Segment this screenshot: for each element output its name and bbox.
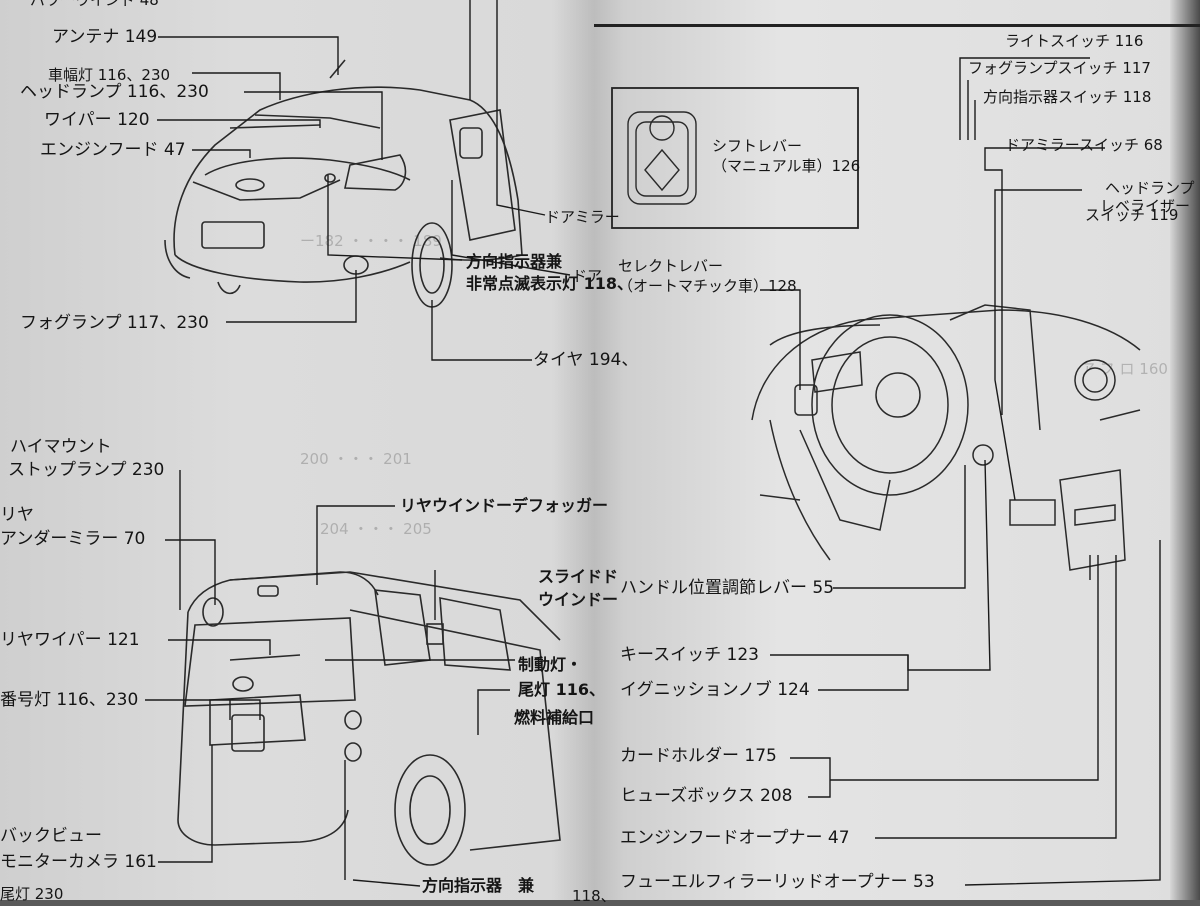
rear-van-illustration	[177, 571, 561, 866]
label-turn-signal-rear-page: 118、	[572, 887, 616, 905]
shift-lever-box	[611, 87, 859, 229]
label-monitor-camera: モニターカメラ 161	[0, 852, 157, 872]
label-key-switch: キースイッチ 123	[620, 645, 760, 665]
label-high-mount: ハイマウント	[10, 437, 112, 457]
label-fuel-inlet: 燃料補給口	[514, 708, 595, 727]
label-tail-lamp: 尾灯 116、	[518, 680, 605, 699]
label-tire: タイヤ 194、	[533, 350, 639, 370]
label-fog-lamp: フォグランプ 117、230	[20, 313, 209, 333]
label-under-mirror: アンダーミラー 70	[0, 529, 146, 549]
bleed-through-text: 204 ・・・ 205	[320, 520, 432, 538]
label-headlamp-leveler-3: スイッチ 119	[1085, 206, 1179, 224]
label-headlamp-leveler-1: ヘッドランプ	[1105, 179, 1195, 197]
page-edge	[1170, 0, 1200, 900]
label-turn-signal-rear: 方向指示器 兼	[422, 876, 535, 895]
label-door-mirror-switch: ドアミラースイッチ 68	[1005, 136, 1163, 154]
label-door-mirror: ドアミラー	[545, 208, 620, 226]
label-license-lamp: 番号灯 116、230	[0, 690, 139, 710]
dashboard-leader-lines	[760, 57, 1161, 886]
bleed-through-text: ア フ ロ 160	[1080, 360, 1168, 378]
dashboard-illustration	[751, 304, 1141, 571]
label-light-switch: ライトスイッチ 116	[1005, 32, 1144, 50]
bleed-through-text: ー182 ・・・・ 189	[300, 232, 442, 250]
label-headlamp: ヘッドランプ 116、230	[20, 82, 209, 102]
label-fuse-box: ヒューズボックス 208	[620, 786, 793, 806]
label-shift-lever-manual: （マニュアル車）126	[712, 157, 861, 175]
label-hood-opener: エンジンフードオープナー 47	[620, 828, 850, 848]
label-select-lever-auto: （オートマチック車）128	[618, 277, 797, 295]
label-rear-wiper: リヤワイパー 121	[0, 630, 140, 650]
front-van-illustration	[164, 59, 523, 308]
label-fog-switch: フォグランプスイッチ 117	[968, 59, 1151, 77]
label-turn-signal: 方向指示器兼	[466, 252, 563, 271]
label-stop-lamp: ストップランプ 230	[8, 460, 165, 480]
label-select-lever: セレクトレバー	[618, 257, 724, 275]
label-rear: リヤ	[0, 505, 34, 525]
label-shift-lever: シフトレバー	[712, 137, 803, 155]
label-hazard-lamp: 非常点滅表示灯 118、	[466, 274, 633, 293]
label-turn-switch: 方向指示器スイッチ 118	[983, 88, 1152, 106]
label-power-window: パワーウインド 48	[30, 0, 159, 9]
label-tail-lamp-bottom: 尾灯 230	[0, 885, 64, 903]
label-rear-defogger: リヤウインドーデフォッガー	[400, 496, 609, 515]
rear-leader-lines	[145, 470, 515, 887]
label-card-holder: カードホルダー 175	[620, 746, 777, 766]
shift-lever-icon	[627, 111, 697, 205]
label-headlamp-leveler-2: レベライザー	[1100, 197, 1191, 215]
label-wiper: ワイパー 120	[44, 110, 150, 130]
label-door: ドア	[572, 267, 603, 285]
label-steering-adjust: ハンドル位置調節レバー 55	[620, 578, 835, 598]
header-rule	[594, 24, 1200, 27]
label-ignition-knob: イグニッションノブ 124	[620, 680, 810, 700]
bleed-through-text: 200 ・・・ 201	[300, 450, 412, 468]
label-brake-lamp: 制動灯・	[518, 655, 583, 674]
label-slide-door: スライドド	[538, 567, 619, 586]
label-fuel-lid-opener: フューエルフィラーリッドオープナー 53	[620, 872, 935, 892]
label-position-lamp: 車幅灯 116、230	[48, 66, 171, 84]
label-antenna: アンテナ 149	[52, 27, 158, 47]
label-window: ウインドー	[538, 590, 619, 609]
front-leader-lines	[157, 0, 571, 361]
label-engine-hood: エンジンフード 47	[40, 140, 186, 160]
label-back-view: バックビュー	[0, 826, 102, 846]
